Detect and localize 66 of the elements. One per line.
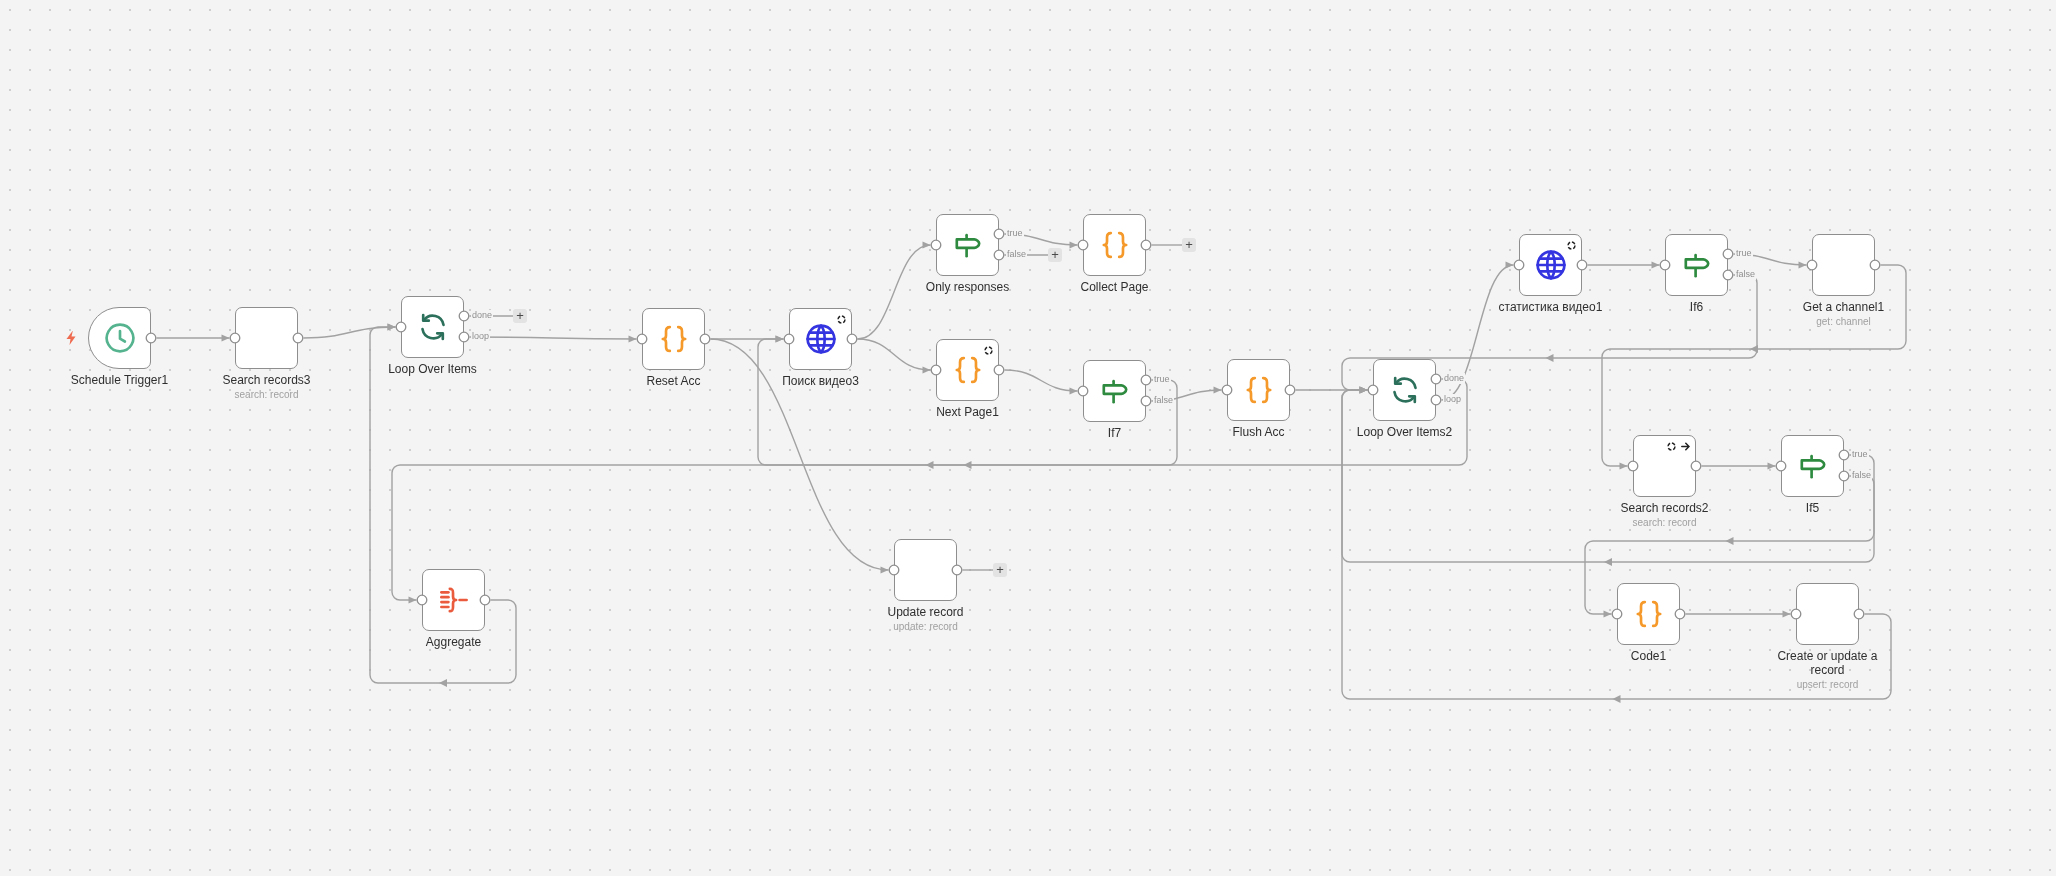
- direction-arrow: [439, 679, 447, 687]
- node-title: Update record: [887, 605, 964, 619]
- connector-arrow: [709, 338, 890, 572]
- connector-arrow: [1341, 386, 1892, 700]
- edge-label: false: [1851, 470, 1872, 481]
- add-button: +: [1048, 248, 1062, 262]
- node-title: Collect Page: [1080, 280, 1149, 294]
- connector-arrow: [1586, 261, 1661, 269]
- direction-arrow: [1612, 695, 1621, 703]
- edge-label: true: [1851, 449, 1869, 460]
- connector-arrow: [1003, 369, 1079, 395]
- node-title: статистика видео1: [1498, 300, 1603, 314]
- node-title: Aggregate: [425, 635, 482, 649]
- direction-arrow: [925, 461, 934, 469]
- node-subtitle: get: channel: [1816, 316, 1871, 328]
- node-title: Search records3: [222, 373, 311, 387]
- node-title: Search records2: [1620, 501, 1709, 515]
- node-title: Schedule Trigger1: [70, 373, 169, 387]
- connector-arrow: [856, 338, 932, 373]
- connector-arrow: [391, 378, 1468, 604]
- connector-arrow: [1440, 264, 1515, 401]
- node-title: If5: [1805, 501, 1820, 515]
- node-title: Loop Over Items: [388, 362, 477, 376]
- node-subtitle: search: record: [1632, 517, 1697, 529]
- direction-arrow: [1545, 354, 1554, 362]
- edge-label: false: [1153, 395, 1174, 406]
- node-title: Reset Acc: [646, 374, 701, 388]
- edge-label: loop: [1443, 394, 1462, 405]
- add-button: +: [993, 563, 1007, 577]
- node-subtitle: upsert: record: [1796, 679, 1859, 691]
- node-title: Loop Over Items2: [1356, 425, 1453, 439]
- direction-arrow: [963, 461, 972, 469]
- connector-line: [1150, 244, 1183, 246]
- connector-arrow: [155, 334, 231, 342]
- direction-arrow: [1750, 345, 1758, 353]
- edge-label: false: [1735, 269, 1756, 280]
- node-subtitle: search: record: [234, 389, 299, 401]
- node-title: Create or update a record: [1776, 649, 1879, 677]
- direction-arrow: [1725, 537, 1734, 545]
- direction-arrow: [1604, 558, 1612, 566]
- add-button: +: [1182, 238, 1196, 252]
- node-title: Flush Acc: [1232, 425, 1285, 439]
- edge-label: true: [1153, 374, 1171, 385]
- edge-label: true: [1735, 248, 1753, 259]
- edge-label: done: [1443, 373, 1466, 384]
- node-subtitle: update: record: [893, 621, 958, 633]
- edge-label: false: [1006, 249, 1027, 260]
- connector-arrow: [757, 335, 1178, 466]
- connector-arrow: [1684, 610, 1792, 618]
- connector-arrow: [1700, 462, 1777, 470]
- node-title: Code1: [1630, 649, 1667, 663]
- node-title: Only responses: [925, 280, 1010, 294]
- node-title: If6: [1689, 300, 1704, 314]
- edge-label: loop: [471, 331, 490, 342]
- edge-label: done: [471, 310, 494, 321]
- node-title: Поиск видео3: [782, 374, 859, 388]
- node-title: Get a channel1: [1802, 300, 1885, 314]
- node-title: Next Page1: [936, 405, 999, 419]
- add-button: +: [513, 309, 527, 323]
- connector-line: [961, 569, 994, 571]
- edge-label: true: [1006, 228, 1024, 239]
- connector-arrow: [1601, 264, 1907, 470]
- connector-arrow: [468, 335, 638, 343]
- connector-arrow: [369, 323, 517, 684]
- connector-arrow: [1584, 454, 1875, 618]
- node-title: If7: [1107, 426, 1122, 440]
